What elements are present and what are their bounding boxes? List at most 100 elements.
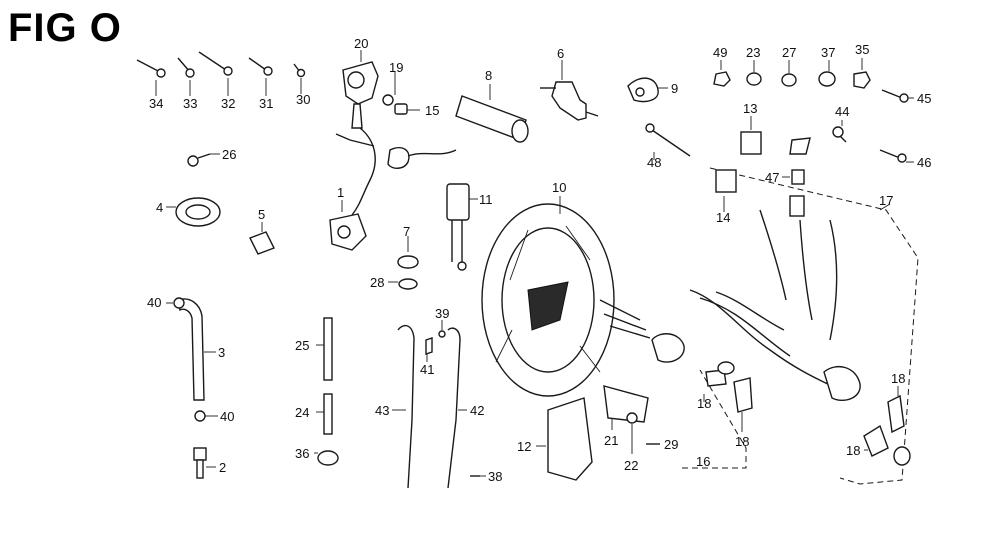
callout-42: 42 xyxy=(470,403,484,418)
callout-35: 35 xyxy=(855,42,869,57)
bolt-32 xyxy=(198,51,233,96)
clip-40-top xyxy=(166,297,185,309)
bolt-46 xyxy=(879,149,914,163)
key-18b xyxy=(733,377,753,432)
callout-22: 22 xyxy=(624,458,638,473)
callout-34: 34 xyxy=(149,96,163,111)
clip-39 xyxy=(438,320,446,338)
callout-45: 45 xyxy=(917,91,931,106)
ignition-coil-11 xyxy=(446,183,478,271)
clip-41 xyxy=(425,337,433,362)
callout-23: 23 xyxy=(746,45,760,60)
callout-16: 16 xyxy=(696,454,710,469)
callout-15: 15 xyxy=(425,103,439,118)
callout-12: 12 xyxy=(517,439,531,454)
clip-40-bottom xyxy=(194,410,218,422)
callout-1: 1 xyxy=(337,185,344,200)
bolt-26 xyxy=(187,153,220,167)
callout-27: 27 xyxy=(782,45,796,60)
callout-18-a: 18 xyxy=(697,396,711,411)
bolt-44 xyxy=(832,120,847,143)
stud-25 xyxy=(316,317,333,381)
nut-36 xyxy=(314,450,339,466)
figure-title: FIG O xyxy=(8,6,122,50)
harness-group-17 xyxy=(709,167,919,485)
callout-26: 26 xyxy=(222,147,236,162)
callout-7: 7 xyxy=(403,224,410,239)
callout-18-d: 18 xyxy=(846,443,860,458)
callout-49: 49 xyxy=(713,45,727,60)
switch-21 xyxy=(603,385,649,430)
bracket-12 xyxy=(536,397,593,481)
nut-22 xyxy=(626,412,638,454)
callout-4: 4 xyxy=(156,200,163,215)
cable-43 xyxy=(392,324,415,489)
callout-36: 36 xyxy=(295,446,309,461)
bolt-33 xyxy=(177,57,195,96)
callout-18-c: 18 xyxy=(891,371,905,386)
grommet-4 xyxy=(166,197,221,227)
bolt-34 xyxy=(136,59,166,96)
callout-17: 17 xyxy=(879,193,893,208)
plate-9 xyxy=(627,77,668,103)
callout-47: 47 xyxy=(765,170,779,185)
callout-37: 37 xyxy=(821,45,835,60)
callout-29: 29 xyxy=(664,437,678,452)
connector-13 xyxy=(740,116,762,155)
bolt-45 xyxy=(881,89,914,103)
callout-5: 5 xyxy=(258,207,265,222)
stud-24 xyxy=(316,393,333,435)
washer-19 xyxy=(382,72,396,106)
harness-group-16 xyxy=(682,369,747,469)
callout-40-bottom: 40 xyxy=(220,409,234,424)
callout-40-top: 40 xyxy=(147,295,161,310)
callout-3: 3 xyxy=(218,345,225,360)
callout-48: 48 xyxy=(647,155,661,170)
washer-23 xyxy=(746,60,762,86)
stator-wiring xyxy=(599,299,685,363)
callout-2: 2 xyxy=(219,460,226,475)
callout-20: 20 xyxy=(354,36,368,51)
bolt-48 xyxy=(645,123,691,160)
callout-18-b: 18 xyxy=(735,434,749,449)
callout-10: 10 xyxy=(552,180,566,195)
spark-plug-2 xyxy=(193,447,216,479)
nut-35 xyxy=(853,58,871,89)
ring-16 xyxy=(717,361,735,375)
callout-28: 28 xyxy=(370,275,384,290)
harness-17 xyxy=(689,203,891,402)
connector-14 xyxy=(715,169,737,212)
key-18d xyxy=(863,424,911,466)
callout-21: 21 xyxy=(604,433,618,448)
washer-27 xyxy=(781,60,797,87)
clamp-7 xyxy=(397,236,419,269)
callout-9: 9 xyxy=(671,81,678,96)
valve-6 xyxy=(540,60,599,121)
callout-41: 41 xyxy=(420,362,434,377)
callout-33: 33 xyxy=(183,96,197,111)
callout-11: 11 xyxy=(479,192,493,207)
callout-44: 44 xyxy=(835,104,849,119)
bolt-15 xyxy=(394,103,420,115)
callout-46: 46 xyxy=(917,155,931,170)
callout-8: 8 xyxy=(485,68,492,83)
callout-43: 43 xyxy=(375,403,389,418)
callout-25: 25 xyxy=(295,338,309,353)
clip-5 xyxy=(249,222,275,255)
nut-49 xyxy=(713,60,731,87)
wire-harness-1 xyxy=(329,127,457,251)
connector-47 xyxy=(782,169,805,217)
callout-13: 13 xyxy=(743,101,757,116)
bolt-31 xyxy=(248,57,273,96)
callout-14: 14 xyxy=(716,210,730,225)
bracket-20 xyxy=(342,50,379,129)
callout-6: 6 xyxy=(557,46,564,61)
callout-32: 32 xyxy=(221,96,235,111)
cable-42 xyxy=(447,327,467,489)
callout-24: 24 xyxy=(295,405,309,420)
callout-31: 31 xyxy=(259,96,273,111)
grip-8 xyxy=(455,84,529,143)
callout-30: 30 xyxy=(296,92,310,107)
tube-3 xyxy=(177,298,216,401)
